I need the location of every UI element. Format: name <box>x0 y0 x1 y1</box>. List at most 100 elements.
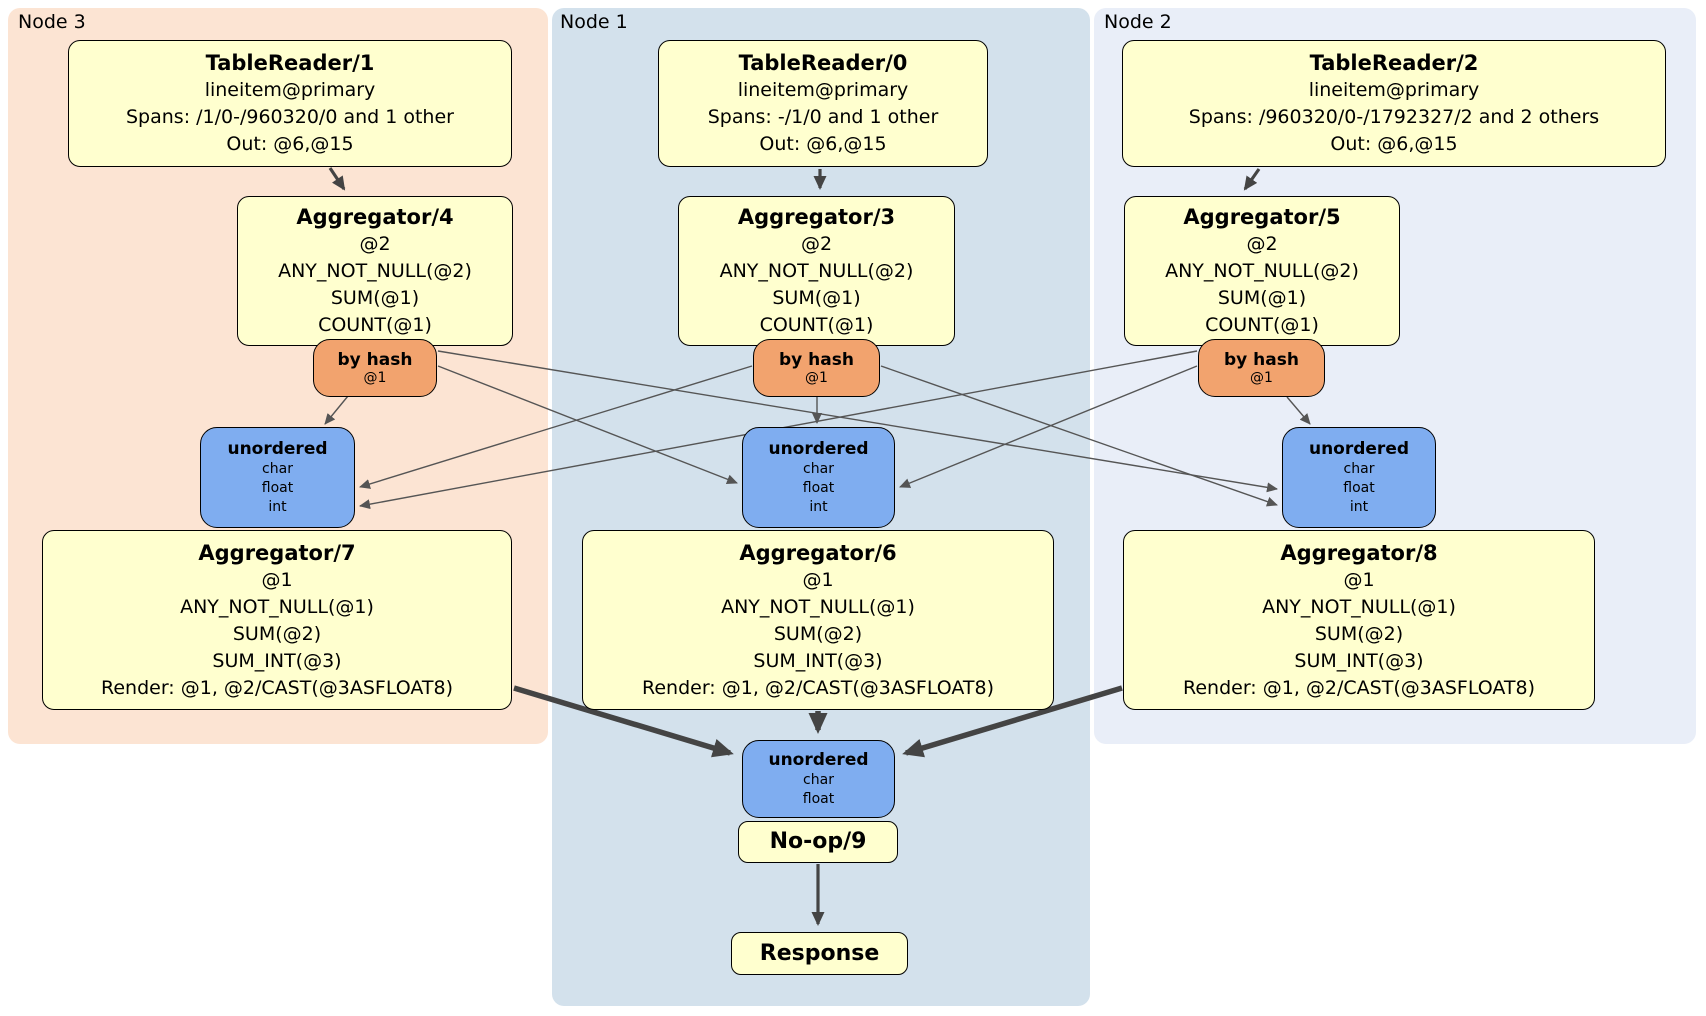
processor-detail: @2 <box>359 233 391 255</box>
processor-title: Aggregator/5 <box>1183 205 1341 229</box>
sync-detail: int <box>809 498 828 515</box>
processor-detail: @1 <box>802 568 834 591</box>
sync-unordered-final: unordered char float <box>742 740 895 818</box>
edge-agg8-syncfinal <box>902 685 1123 758</box>
processor-detail: SUM_INT(@3) <box>212 649 342 672</box>
panel-label-node1: Node 1 <box>560 11 628 33</box>
processor-detail: @1 <box>1343 568 1375 591</box>
sync-detail: float <box>261 479 294 496</box>
router-detail: @1 <box>1250 369 1273 386</box>
processor-detail: lineitem@primary <box>737 79 909 101</box>
processor-detail: COUNT(@1) <box>318 314 432 336</box>
router-detail: @1 <box>363 369 387 386</box>
sync-detail: int <box>268 498 287 515</box>
sync-detail: char <box>1343 460 1375 477</box>
processor-detail: SUM(@2) <box>773 622 863 645</box>
processor-detail: Render: @1, @2/CAST(@3ASFLOAT8) <box>642 676 994 699</box>
processor-title: TableReader/2 <box>1309 51 1479 75</box>
processor-detail: @2 <box>800 233 833 255</box>
processor-aggregator-4: Aggregator/4 @2 ANY_NOT_NULL(@2) SUM(@1)… <box>237 196 513 346</box>
router-title: by hash <box>779 349 854 370</box>
processor-aggregator-6: Aggregator/6 @1 ANY_NOT_NULL(@1) SUM(@2)… <box>582 530 1054 710</box>
processor-tablereader-0: TableReader/0 lineitem@primary Spans: -/… <box>658 40 988 167</box>
processor-detail: Spans: -/1/0 and 1 other <box>707 106 939 128</box>
processor-tablereader-2: TableReader/2 lineitem@primary Spans: /9… <box>1122 40 1666 167</box>
processor-detail: SUM(@2) <box>232 622 322 645</box>
processor-detail: Spans: /960320/0-/1792327/2 and 2 others <box>1188 106 1600 128</box>
edge-tr2-agg5 <box>1243 168 1261 191</box>
processor-aggregator-3: Aggregator/3 @2 ANY_NOT_NULL(@2) SUM(@1)… <box>678 196 955 346</box>
edge-tr1-agg4 <box>328 167 346 191</box>
processor-title: Aggregator/3 <box>737 205 896 229</box>
processor-detail: SUM(@2) <box>1314 622 1404 645</box>
processor-detail: ANY_NOT_NULL(@1) <box>1262 595 1456 618</box>
processor-detail: COUNT(@1) <box>1205 314 1319 336</box>
sync-title: unordered <box>227 438 328 459</box>
router-detail: @1 <box>805 369 828 386</box>
processor-tablereader-1: TableReader/1 lineitem@primary Spans: /1… <box>68 40 512 167</box>
sync-title: unordered <box>768 749 869 770</box>
processor-detail: Spans: /1/0-/960320/0 and 1 other <box>126 106 454 128</box>
sync-detail: float <box>1343 479 1375 496</box>
processor-noop-9: No-op/9 <box>738 821 898 863</box>
edge-agg7-syncfinal <box>513 685 734 758</box>
processor-title: Aggregator/6 <box>739 540 897 565</box>
processor-title: TableReader/1 <box>205 51 375 75</box>
processor-title: No-op/9 <box>769 829 867 854</box>
sync-detail: int <box>1349 498 1369 515</box>
edge-hash1-sync2 <box>880 365 1278 507</box>
processor-aggregator-5: Aggregator/5 @2 ANY_NOT_NULL(@2) SUM(@1)… <box>1124 196 1400 346</box>
processor-title: Aggregator/8 <box>1280 540 1438 565</box>
processor-detail: ANY_NOT_NULL(@1) <box>180 595 374 618</box>
processor-title: Aggregator/7 <box>198 540 356 565</box>
processor-detail: @1 <box>261 568 293 591</box>
sync-unordered-node2: unordered char float int <box>1282 427 1436 528</box>
processor-detail: Out: @6,@15 <box>759 133 887 155</box>
sync-unordered-node1: unordered char float int <box>742 427 895 528</box>
sync-title: unordered <box>768 438 869 459</box>
processor-detail: SUM(@1) <box>330 287 420 309</box>
sync-detail: float <box>802 479 835 496</box>
edge-hash1-sync3 <box>359 365 753 489</box>
sync-detail: char <box>803 460 834 477</box>
sync-detail: char <box>803 771 834 788</box>
processor-aggregator-8: Aggregator/8 @1 ANY_NOT_NULL(@1) SUM(@2)… <box>1123 530 1595 710</box>
processor-detail: SUM(@1) <box>772 287 861 309</box>
processor-detail: ANY_NOT_NULL(@2) <box>719 260 914 282</box>
router-by-hash-node2: by hash @1 <box>1198 339 1325 397</box>
processor-title: TableReader/0 <box>738 51 908 75</box>
response-title: Response <box>759 940 880 966</box>
processor-detail: Out: @6,@15 <box>226 133 354 155</box>
panel-label-node3: Node 3 <box>18 11 86 33</box>
panel-label-node2: Node 2 <box>1104 11 1172 33</box>
processor-detail: @2 <box>1246 233 1278 255</box>
processor-detail: Out: @6,@15 <box>1330 133 1458 155</box>
response-node: Response <box>731 932 908 975</box>
processor-detail: Render: @1, @2/CAST(@3ASFLOAT8) <box>101 676 453 699</box>
router-title: by hash <box>337 349 413 370</box>
edge-hash3-sync3 <box>324 395 349 425</box>
processor-aggregator-7: Aggregator/7 @1 ANY_NOT_NULL(@1) SUM(@2)… <box>42 530 512 710</box>
processor-detail: COUNT(@1) <box>759 314 874 336</box>
sync-detail: char <box>262 460 293 477</box>
sync-unordered-node3: unordered char float int <box>200 427 355 528</box>
processor-detail: SUM_INT(@3) <box>1294 649 1424 672</box>
edge-hash3-sync1 <box>437 365 738 485</box>
edge-hash2-sync1 <box>899 365 1198 488</box>
processor-detail: SUM_INT(@3) <box>753 649 883 672</box>
sync-title: unordered <box>1308 438 1410 459</box>
processor-title: Aggregator/4 <box>296 205 454 229</box>
sync-detail: float <box>802 790 835 807</box>
edge-hash3-sync2 <box>437 350 1278 493</box>
router-title: by hash <box>1224 349 1299 370</box>
router-by-hash-node1: by hash @1 <box>753 339 880 397</box>
router-by-hash-node3: by hash @1 <box>313 339 437 397</box>
processor-detail: lineitem@primary <box>204 79 376 101</box>
processor-detail: lineitem@primary <box>1308 79 1480 101</box>
edge-hash2-sync2 <box>1286 396 1311 425</box>
processor-detail: ANY_NOT_NULL(@1) <box>721 595 915 618</box>
processor-detail: Render: @1, @2/CAST(@3ASFLOAT8) <box>1183 676 1535 699</box>
processor-detail: ANY_NOT_NULL(@2) <box>278 260 472 282</box>
